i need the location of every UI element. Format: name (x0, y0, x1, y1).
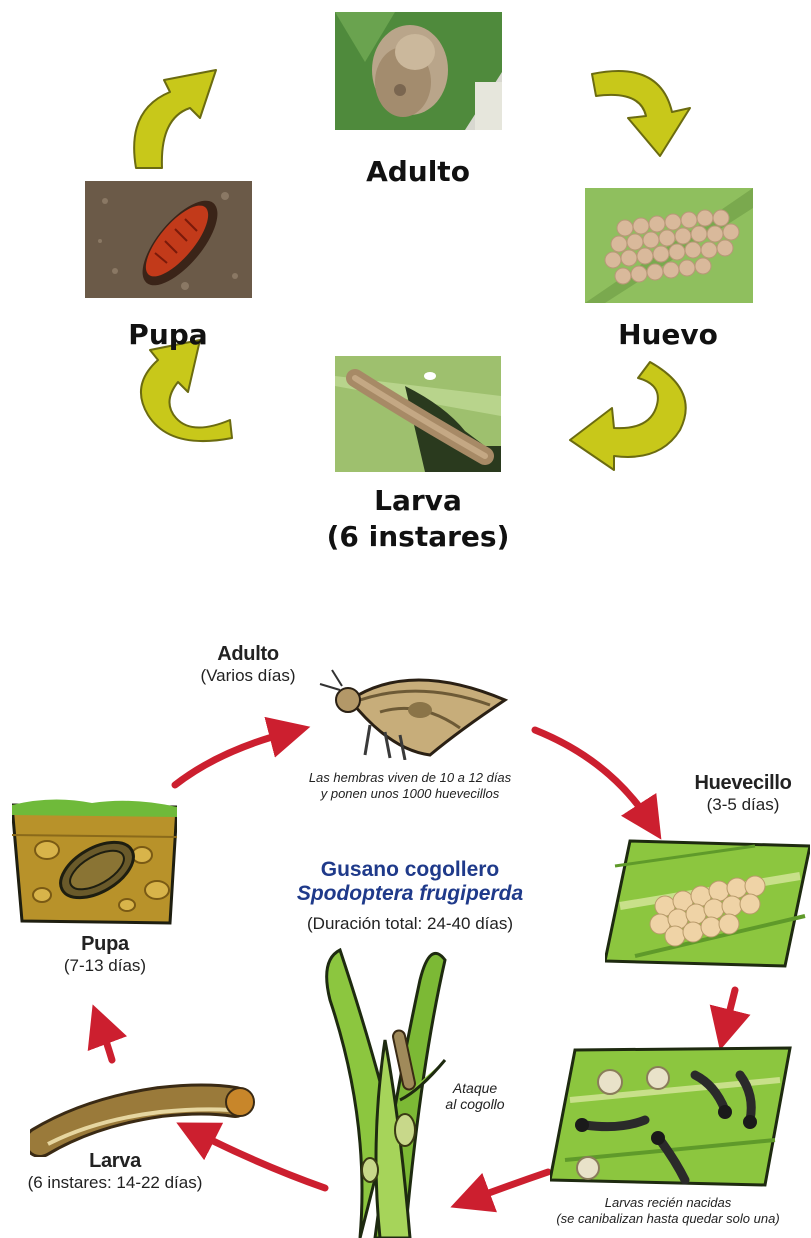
egg-leaf-illustration (605, 836, 810, 971)
total-duration: (Duración total: 24-40 días) (250, 914, 570, 934)
top-label-larva-instars: (6 instares) (318, 520, 518, 553)
bottom-egg-duration: (3-5 días) (678, 795, 808, 815)
bottom-adult-name: Adulto (148, 643, 348, 666)
arrow-pupa-to-adult (134, 70, 216, 168)
top-label-egg: Huevo (568, 318, 768, 351)
arrow-larva-to-pupa (141, 340, 232, 441)
newborn-note: Larvas recién nacidas (se canibalizan ha… (525, 1195, 811, 1227)
top-label-pupa: Pupa (68, 318, 268, 351)
arrow-pupa-to-adult-red (175, 732, 290, 785)
arrow-egg-to-larva (570, 362, 686, 470)
attack-note-line1: Ataque (425, 1080, 525, 1096)
title-scientific-name: Spodoptera frugiperda (250, 882, 570, 906)
newborn-larvae-illustration (550, 1040, 795, 1190)
larva-illustration (30, 1072, 255, 1157)
arrow-larva-to-pupa-red (100, 1024, 112, 1060)
arrow-adult-to-egg (592, 71, 690, 156)
corn-whorl-illustration (310, 920, 460, 1238)
adult-note: Las hembras viven de 10 a 12 días y pone… (275, 770, 545, 802)
bottom-larva-name: Larva (0, 1150, 230, 1173)
title-common-name: Gusano cogollero (250, 858, 570, 882)
bottom-pupa-label: Pupa (7-13 días) (10, 933, 200, 976)
bottom-larva-duration: (6 instares: 14-22 días) (0, 1173, 230, 1193)
top-label-adult: Adulto (318, 155, 518, 188)
bottom-adult-duration: (Varios días) (148, 666, 348, 686)
arrow-adult-to-egg-red (535, 730, 650, 822)
attack-note: Ataque al cogollo (425, 1080, 525, 1112)
newborn-note-line2: (se canibalizan hasta quedar solo una) (525, 1211, 811, 1227)
attack-note-line2: al cogollo (425, 1096, 525, 1112)
adult-note-line2: y ponen unos 1000 huevecillos (275, 786, 545, 802)
newborn-note-line1: Larvas recién nacidas (525, 1195, 811, 1211)
bottom-adult-label: Adulto (Varios días) (148, 643, 348, 686)
bottom-larva-label: Larva (6 instares: 14-22 días) (0, 1150, 230, 1193)
bottom-pupa-name: Pupa (10, 933, 200, 956)
bottom-pupa-duration: (7-13 días) (10, 956, 200, 976)
center-title: Gusano cogollero Spodoptera frugiperda (… (250, 858, 570, 934)
arrow-egg-to-newborn-red (725, 990, 735, 1030)
bottom-egg-label: Huevecillo (3-5 días) (678, 772, 808, 815)
bottom-egg-name: Huevecillo (678, 772, 808, 795)
top-label-larva: Larva (318, 484, 518, 517)
pupa-soil-illustration (12, 795, 177, 925)
yellow-arrows (0, 0, 811, 560)
adult-note-line1: Las hembras viven de 10 a 12 días (275, 770, 545, 786)
